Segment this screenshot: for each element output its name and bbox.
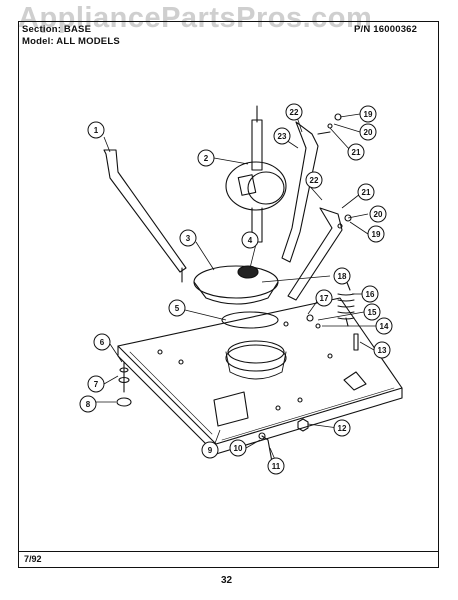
callout-14: 14 <box>375 317 393 335</box>
nut <box>297 418 309 432</box>
svg-text:1: 1 <box>94 126 99 135</box>
revision-date: 7/92 <box>24 554 42 564</box>
support-arm-right <box>287 207 343 301</box>
part-number: P/N 16000362 <box>354 24 418 35</box>
mounting-bolt <box>353 333 359 351</box>
callout-13: 13 <box>373 341 391 359</box>
support-arm-left <box>103 149 187 273</box>
callout-6: 6 <box>93 333 111 351</box>
callout-9: 9 <box>201 441 219 459</box>
svg-text:10: 10 <box>234 444 243 453</box>
callout-2: 2 <box>197 149 215 167</box>
svg-text:15: 15 <box>368 308 377 317</box>
callout-16: 16 <box>361 285 379 303</box>
diagram-frame <box>18 21 439 568</box>
callout-19-upper: 19 <box>359 105 377 123</box>
leg-foot <box>116 397 132 407</box>
gearcase <box>225 161 287 211</box>
callout-1: 1 <box>87 121 105 139</box>
svg-text:8: 8 <box>86 400 91 409</box>
callout-18: 18 <box>333 267 351 285</box>
svg-text:21: 21 <box>362 188 371 197</box>
svg-text:17: 17 <box>320 294 329 303</box>
callout-17: 17 <box>315 289 333 307</box>
svg-text:11: 11 <box>272 462 281 471</box>
svg-text:20: 20 <box>364 128 373 137</box>
svg-text:4: 4 <box>248 236 253 245</box>
svg-text:13: 13 <box>378 346 387 355</box>
callout-22-lower: 22 <box>305 171 323 189</box>
svg-text:22: 22 <box>290 108 299 117</box>
svg-text:3: 3 <box>186 234 191 243</box>
svg-text:23: 23 <box>278 132 287 141</box>
svg-text:22: 22 <box>310 176 319 185</box>
svg-text:18: 18 <box>338 272 347 281</box>
svg-text:5: 5 <box>175 304 180 313</box>
svg-text:2: 2 <box>204 154 209 163</box>
svg-text:7: 7 <box>94 380 99 389</box>
watermark: AppliancePartsPros.com <box>18 2 373 34</box>
drive-belt <box>221 311 279 329</box>
callout-19-lower: 19 <box>367 225 385 243</box>
svg-text:9: 9 <box>208 446 213 455</box>
callout-4: 4 <box>241 231 259 249</box>
callout-8: 8 <box>79 395 97 413</box>
callout-23: 23 <box>273 127 291 145</box>
callout-10: 10 <box>229 439 247 457</box>
page-number: 32 <box>221 575 233 586</box>
model-label: Model: ALL MODELS <box>22 36 120 47</box>
callout-5: 5 <box>168 299 186 317</box>
brace-arm-right <box>281 121 319 263</box>
transmission-shaft <box>251 119 263 171</box>
callout-21-lower: 21 <box>357 183 375 201</box>
callout-11: 11 <box>267 457 285 475</box>
svg-text:19: 19 <box>372 230 381 239</box>
callout-7: 7 <box>87 375 105 393</box>
callout-15: 15 <box>363 303 381 321</box>
tub-opening <box>227 340 285 364</box>
svg-text:6: 6 <box>100 338 105 347</box>
callout-3: 3 <box>179 229 197 247</box>
svg-text:20: 20 <box>374 210 383 219</box>
svg-text:14: 14 <box>380 322 389 331</box>
svg-text:16: 16 <box>366 290 375 299</box>
callout-21-upper: 21 <box>347 143 365 161</box>
callout-12: 12 <box>333 419 351 437</box>
footer-divider <box>18 551 439 552</box>
callout-20-lower: 20 <box>369 205 387 223</box>
svg-text:21: 21 <box>352 148 361 157</box>
section-label: Section: BASE <box>22 24 92 35</box>
callout-22-upper: 22 <box>285 103 303 121</box>
front-bracket <box>213 391 249 427</box>
callout-20-upper: 20 <box>359 123 377 141</box>
svg-text:12: 12 <box>338 424 347 433</box>
svg-text:19: 19 <box>364 110 373 119</box>
